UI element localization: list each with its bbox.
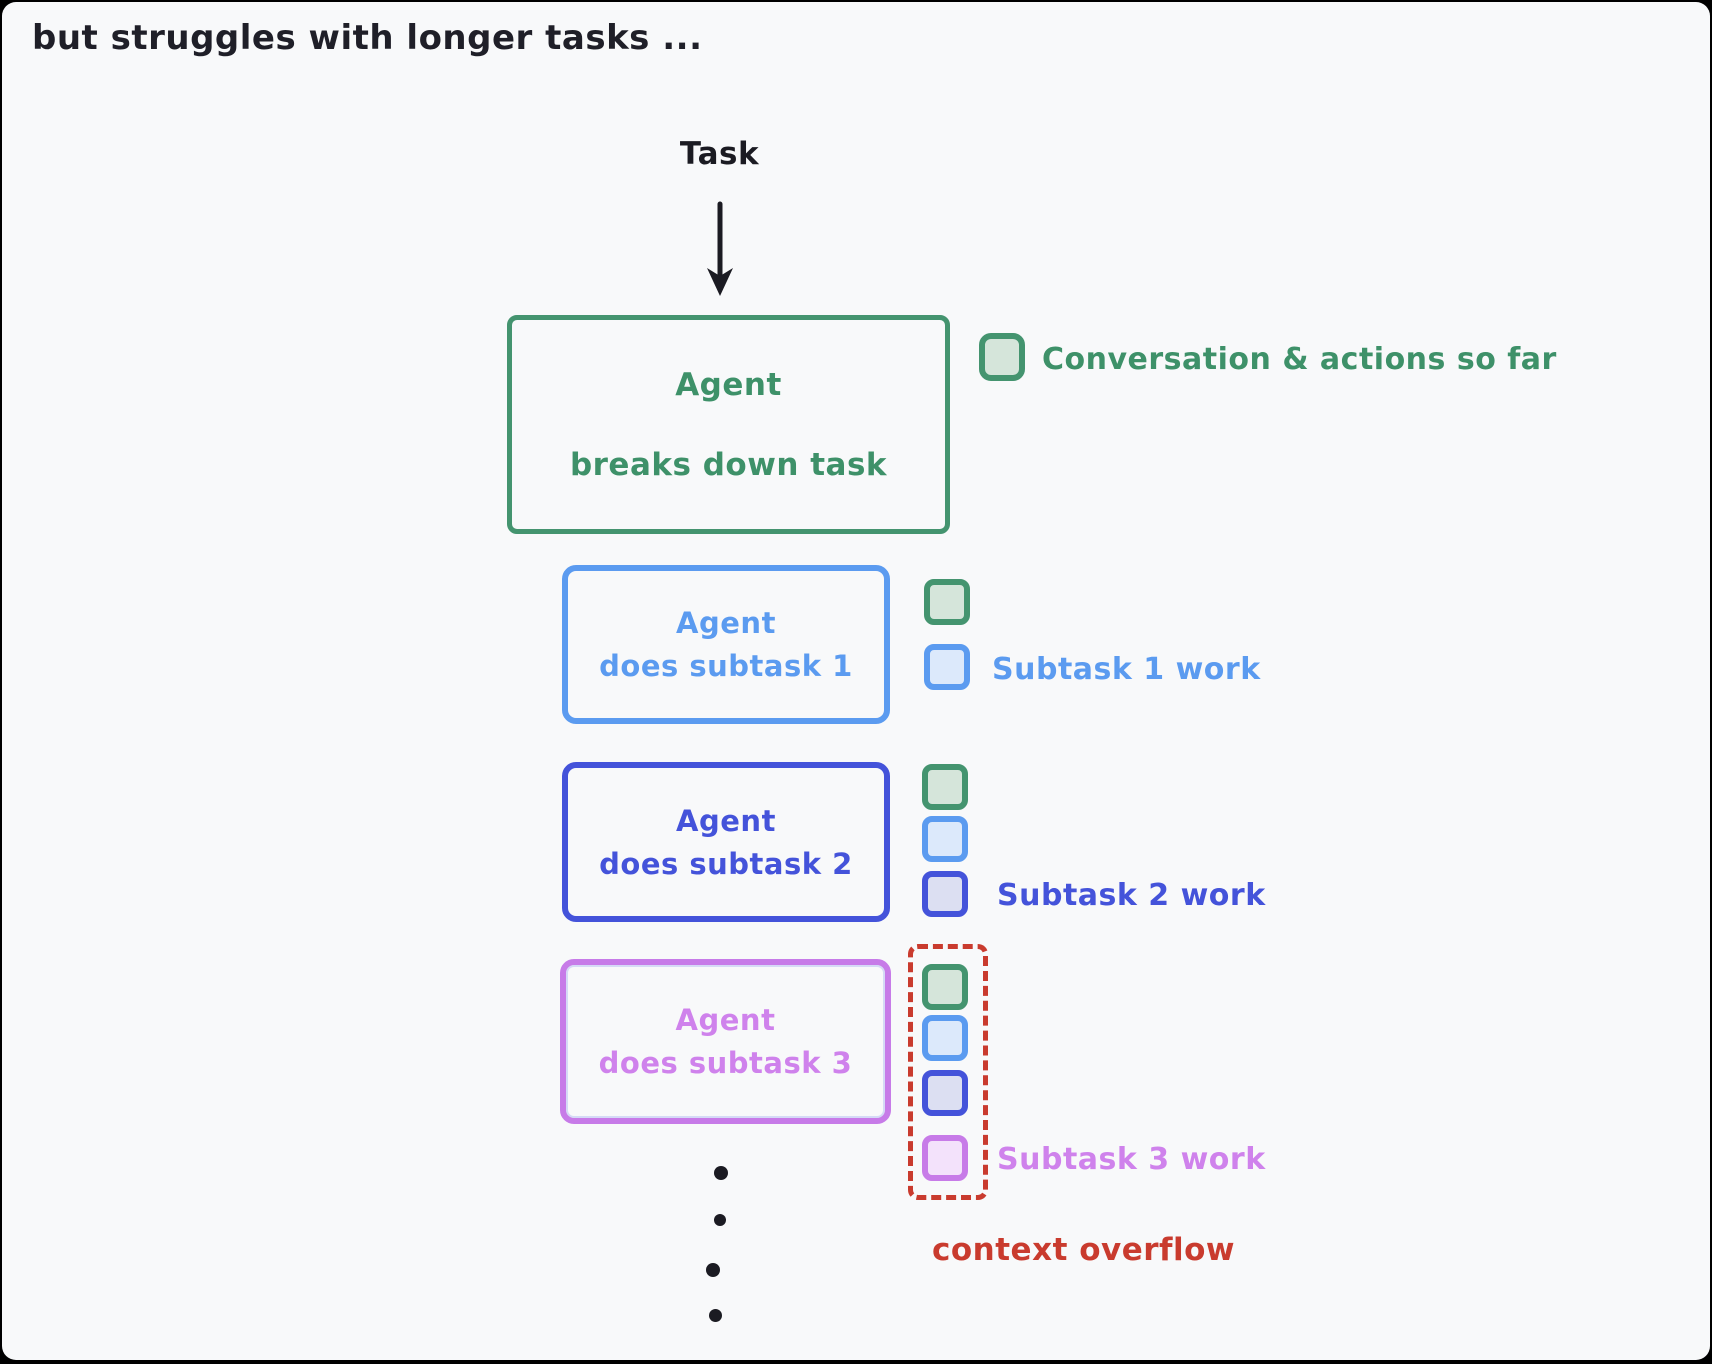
context-chip-green-icon [924, 579, 970, 625]
subtask-1-work-chip-icon [924, 644, 970, 690]
subtask-2-work-chip-icon [922, 871, 968, 917]
ellipsis-dot [709, 1309, 722, 1322]
agent-breakdown-box: Agent breaks down task [507, 315, 950, 534]
agent-breakdown-line1: Agent [675, 366, 782, 403]
task-label: Task [679, 136, 760, 172]
subtask-3-work-label: Subtask 3 work [997, 1142, 1266, 1177]
page-title: but struggles with longer tasks ... [32, 18, 703, 58]
conversation-context-chip-icon [979, 333, 1025, 381]
subtask-2-work-label: Subtask 2 work [997, 878, 1266, 913]
context-overflow-outline [908, 944, 988, 1200]
subtask-1-work-label: Subtask 1 work [992, 652, 1261, 687]
conversation-legend-label: Conversation & actions so far [1042, 342, 1557, 377]
agent-subtask-1-line1: Agent [676, 606, 776, 640]
arrow-down-icon [707, 201, 733, 296]
agent-subtask-1-box: Agent does subtask 1 [562, 565, 890, 724]
agent-subtask-2-line2: does subtask 2 [599, 846, 853, 881]
agent-subtask-2-box: Agent does subtask 2 [562, 762, 890, 922]
agent-breakdown-line2: breaks down task [569, 446, 888, 483]
agent-subtask-3-line1: Agent [675, 1003, 776, 1037]
subtask-2-work-chip-icon [922, 1070, 968, 1116]
ellipsis-dot [706, 1263, 720, 1277]
subtask-1-work-chip-icon [922, 816, 968, 862]
agent-subtask-2-line1: Agent [676, 803, 776, 838]
ellipsis-dot [714, 1166, 728, 1180]
context-chip-green-icon [922, 964, 968, 1010]
subtask-3-work-chip-icon [922, 1135, 968, 1181]
context-chip-green-icon [922, 764, 968, 810]
agent-subtask-3-line2: does subtask 3 [598, 1046, 853, 1080]
agent-subtask-3-box: Agent does subtask 3 [560, 959, 891, 1124]
context-overflow-label: context overflow [932, 1232, 1236, 1268]
ellipsis-dot [714, 1214, 726, 1226]
subtask-1-work-chip-icon [922, 1015, 968, 1061]
agent-subtask-1-line2: does subtask 1 [599, 649, 853, 683]
